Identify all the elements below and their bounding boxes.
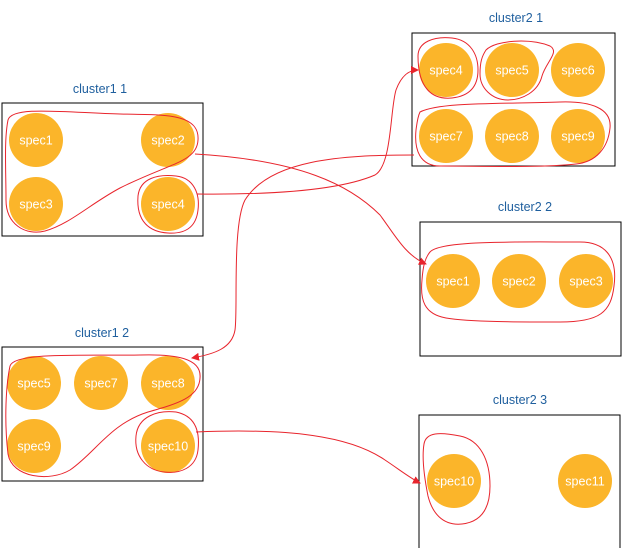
cluster-title: cluster2 1: [489, 11, 543, 25]
node-label: spec8: [151, 377, 184, 391]
node-spec5[interactable]: spec5: [7, 356, 61, 410]
node-spec5[interactable]: spec5: [485, 43, 539, 97]
node-spec6[interactable]: spec6: [551, 43, 605, 97]
node-label: spec7: [429, 130, 462, 144]
cluster-title: cluster2 3: [493, 393, 547, 407]
node-label: spec9: [561, 130, 594, 144]
node-label: spec1: [19, 134, 52, 148]
node-spec3[interactable]: spec3: [9, 177, 63, 231]
node-label: spec5: [495, 64, 528, 78]
node-spec4[interactable]: spec4: [419, 43, 473, 97]
group-outline: [5, 354, 201, 477]
node-spec11[interactable]: spec11: [558, 454, 612, 508]
arrow-cluster2-1-to-cluster1-2: [191, 154, 415, 361]
node-spec2[interactable]: spec2: [141, 113, 195, 167]
node-label: spec4: [151, 198, 184, 212]
node-spec3[interactable]: spec3: [559, 254, 613, 308]
cluster-box: [1, 346, 204, 482]
node-spec10[interactable]: spec10: [141, 419, 195, 473]
group-outline: [417, 37, 479, 99]
group-outline: [137, 175, 199, 234]
cluster-title: cluster1 2: [75, 326, 129, 340]
node-label: spec6: [561, 64, 594, 78]
node-label: spec5: [17, 377, 50, 391]
arrow-spec4-to-cluster2-1: [196, 66, 419, 195]
node-label: spec8: [495, 130, 528, 144]
node-spec10[interactable]: spec10: [427, 454, 481, 508]
cluster-title: cluster2 2: [498, 200, 552, 214]
cluster-title: cluster1 1: [73, 82, 127, 96]
arrow-spec10-to-cluster2-3: [195, 430, 421, 484]
mapping-arrows: [191, 66, 427, 484]
node-label: spec4: [429, 64, 462, 78]
cluster1-1: cluster1 1 spec1 spec2 spec3 spec4: [1, 82, 204, 237]
cluster2-2: cluster2 2 spec1 spec2 spec3: [419, 200, 622, 357]
node-label: spec2: [151, 134, 184, 148]
group-outline: [135, 411, 199, 473]
group-outline: [5, 110, 199, 233]
node-spec8[interactable]: spec8: [141, 356, 195, 410]
group-outline: [422, 433, 491, 525]
node-spec8[interactable]: spec8: [485, 109, 539, 163]
node-label: spec10: [434, 475, 474, 489]
node-spec7[interactable]: spec7: [74, 356, 128, 410]
node-spec1[interactable]: spec1: [9, 113, 63, 167]
node-spec7[interactable]: spec7: [419, 109, 473, 163]
node-spec9[interactable]: spec9: [551, 109, 605, 163]
group-outline: [415, 101, 611, 167]
node-label: spec9: [17, 440, 50, 454]
node-label: spec11: [565, 475, 604, 489]
node-label: spec3: [569, 275, 602, 289]
cluster-box: [419, 221, 622, 357]
cluster2-3: cluster2 3 spec10 spec11: [418, 393, 621, 548]
node-spec9[interactable]: spec9: [7, 419, 61, 473]
node-spec2[interactable]: spec2: [492, 254, 546, 308]
group-outlines: [5, 37, 616, 525]
group-outline: [479, 40, 555, 101]
node-label: spec3: [19, 198, 52, 212]
node-label: spec10: [148, 440, 188, 454]
cluster2-1: cluster2 1 spec4 spec5 spec6 spec7 spec8…: [411, 11, 616, 167]
arrow-spec2-to-cluster2-2: [194, 153, 427, 265]
cluster-box: [1, 102, 204, 237]
cluster1-2: cluster1 2 spec5 spec7 spec8 spec9 spec1…: [1, 326, 204, 482]
node-spec4[interactable]: spec4: [141, 177, 195, 231]
node-label: spec7: [84, 377, 117, 391]
node-label: spec2: [502, 275, 535, 289]
group-outline: [421, 241, 616, 323]
node-spec1[interactable]: spec1: [426, 254, 480, 308]
node-label: spec1: [436, 275, 469, 289]
